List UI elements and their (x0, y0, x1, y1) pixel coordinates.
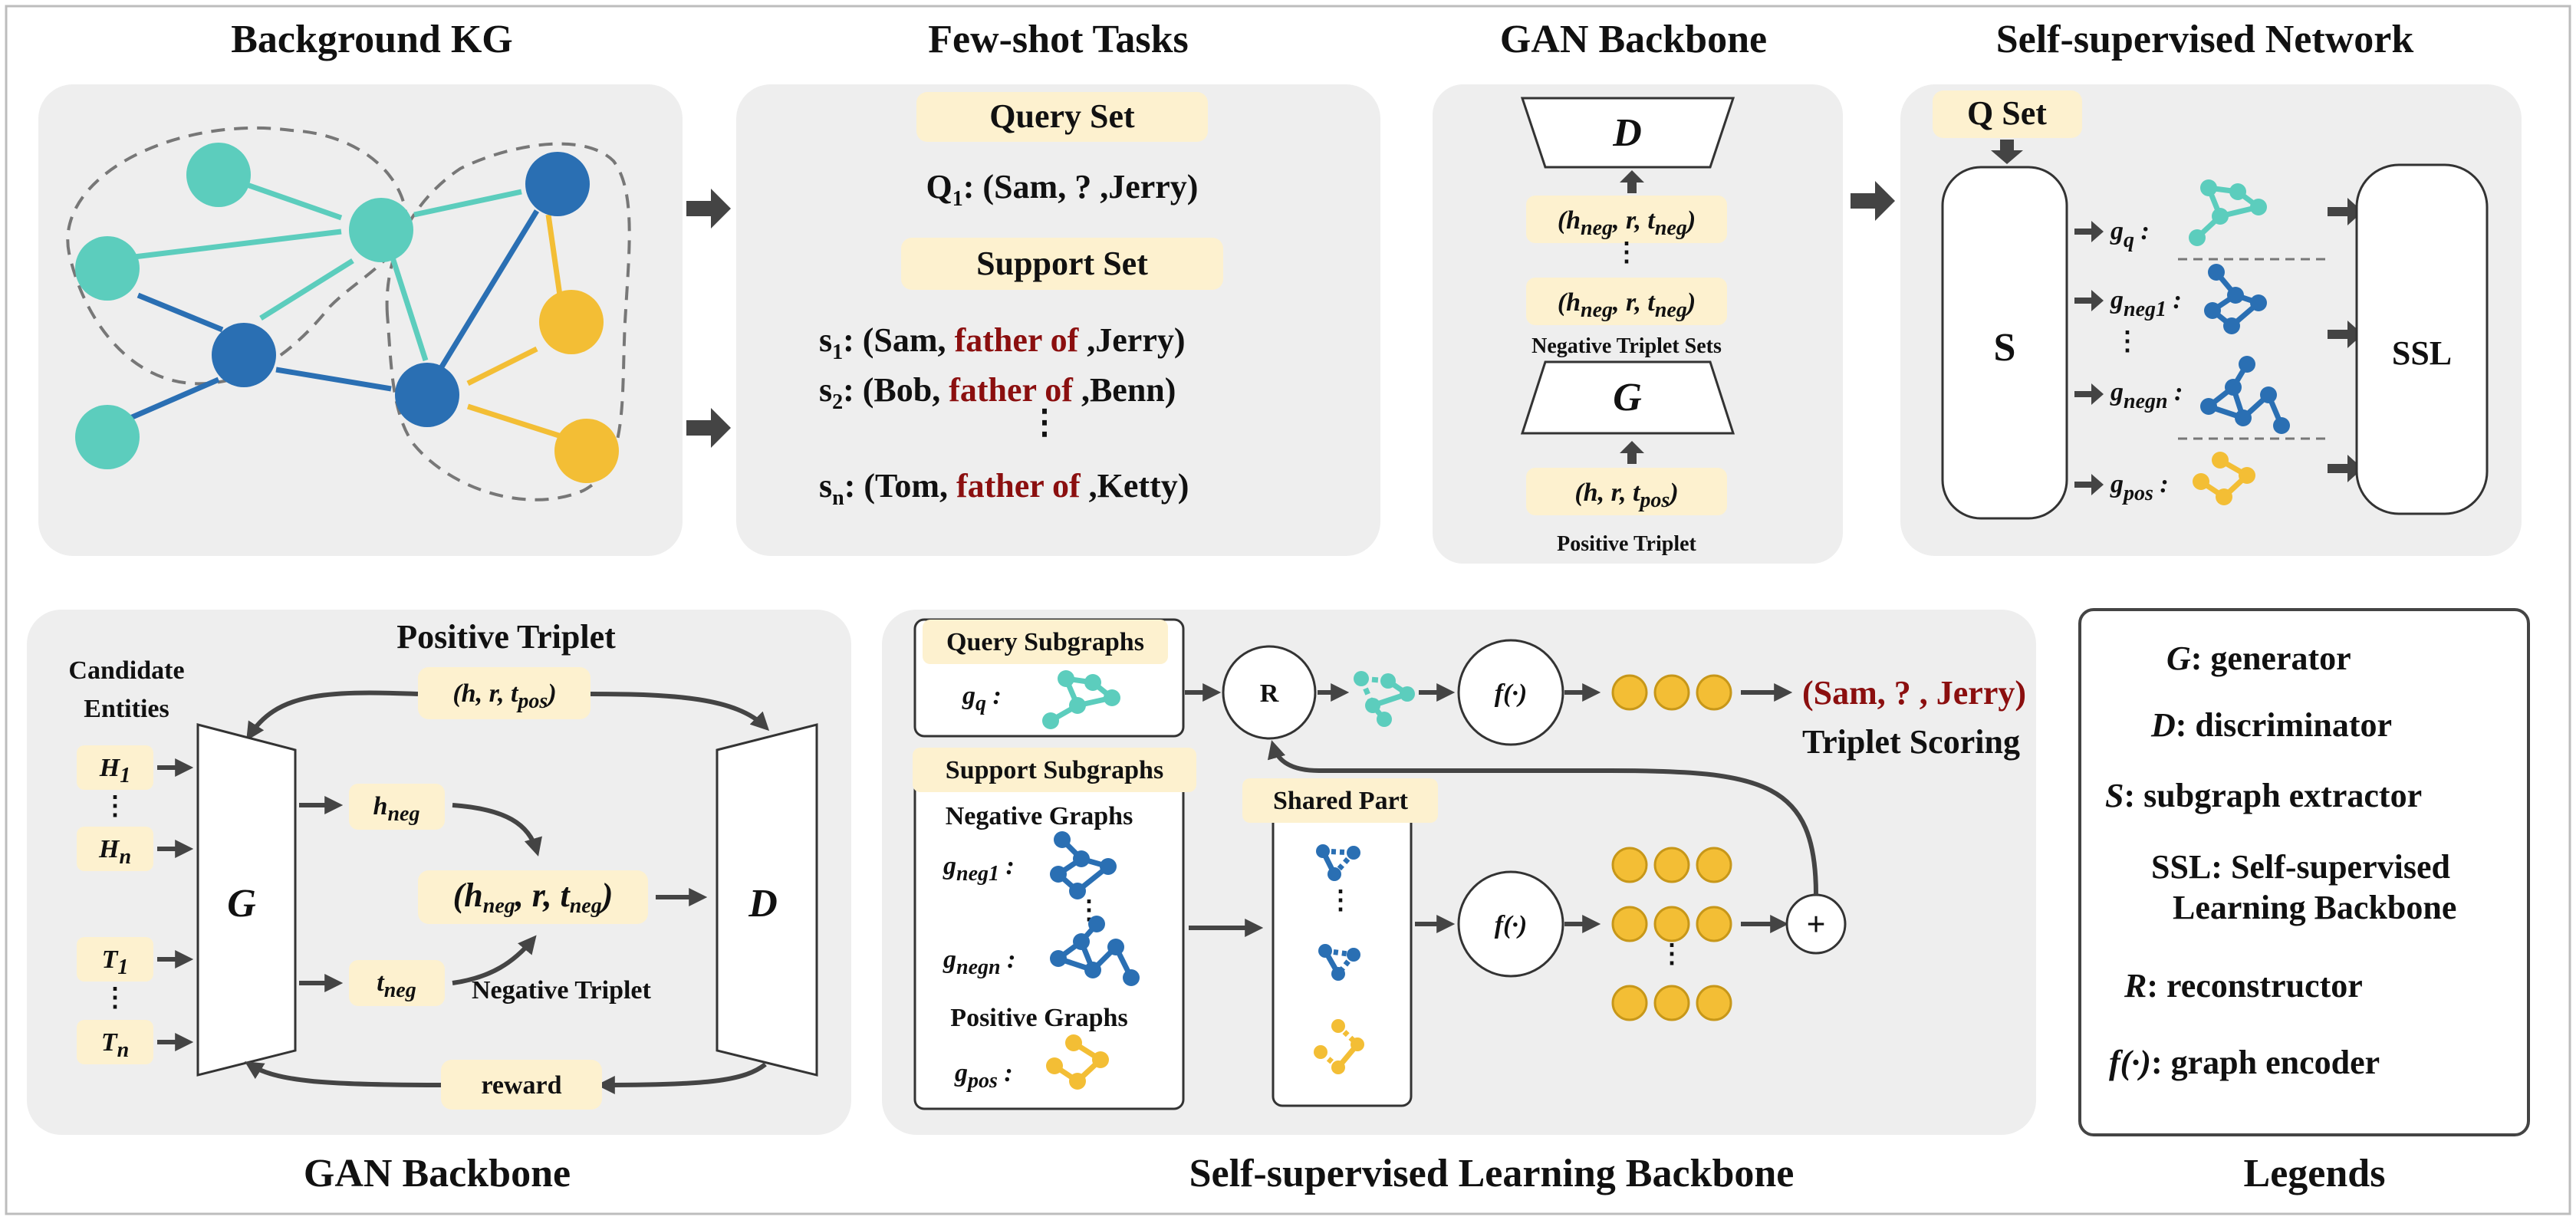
title-legends: Legends (2244, 1152, 2386, 1195)
svg-text:gneg1 :: gneg1 : (943, 852, 1015, 886)
support-set-pill (901, 238, 1223, 290)
feedback-arrow-to-r (1267, 740, 1818, 896)
svg-text:⋮: ⋮ (102, 984, 128, 1012)
title-gan-backbone-top: GAN Backbone (1500, 18, 1767, 61)
gan-backbone-bottom-panel: Positive Triplet Candidate Entities (h, … (27, 610, 851, 1135)
title-self-supervised-network: Self-supervised Network (1996, 18, 2414, 61)
title-gan-backbone-bottom: GAN Backbone (304, 1152, 571, 1195)
svg-text:Hn: Hn (98, 835, 131, 869)
legend-ssl-line2: Learning Backbone (2173, 889, 2456, 926)
query-subgraphs-label: Query Subgraphs (946, 628, 1144, 656)
support-negn-mini-graph (1050, 916, 1140, 986)
bottom-g-label: G (227, 882, 256, 926)
query-q1: Q1: (Sam, ? ,Jerry) (926, 168, 1199, 211)
svg-text:⋮: ⋮ (1659, 940, 1685, 968)
svg-text:gnegn :: gnegn : (943, 945, 1015, 979)
ssl-box (2355, 163, 2489, 515)
shared-part-graph-3 (1314, 1019, 1364, 1074)
arrow-gan-to-ssn (1851, 181, 1895, 221)
graph-encoder-circle-bottom (1457, 870, 1564, 978)
ssl-backbone-panel: Query Subgraphs gq : R f(·) (882, 610, 2036, 1135)
graph-encoder-circle-top (1457, 639, 1564, 746)
reconstructed-mini-graph (1354, 671, 1415, 727)
mini-graph-pos (2193, 452, 2255, 505)
bottom-discriminator-shape (716, 723, 818, 1077)
shared-part-graph-1 (1316, 844, 1360, 881)
f-label-bottom: f(·) (1495, 911, 1527, 939)
legend-subgraph-extractor: S: subgraph extractor (2105, 777, 2422, 814)
legend-discriminator: D: discriminator (2150, 706, 2392, 744)
legend-reconstructor: R: reconstructor (2124, 967, 2363, 1005)
background-kg-panel (38, 84, 683, 556)
query-mini-graph (1042, 670, 1120, 729)
svg-text:⋮: ⋮ (1028, 403, 1061, 441)
triplet-scoring-label: Triplet Scoring (1802, 723, 2020, 761)
s-label: S (1994, 326, 2016, 370)
support-pos-mini-graph (1046, 1034, 1109, 1090)
support-set-label: Support Set (976, 245, 1148, 282)
f-label-top: f(·) (1495, 679, 1527, 708)
arrow-kg-to-query (686, 189, 731, 229)
title-background-kg: Background KG (231, 18, 512, 61)
q-set-label: Q Set (1967, 94, 2047, 132)
negative-triplet-sets-caption: Negative Triplet Sets (1531, 334, 1722, 358)
title-few-shot-tasks: Few-shot Tasks (928, 18, 1189, 61)
svg-text:(hneg, r, tneg): (hneg, r, tneg) (1558, 288, 1696, 322)
query-result-triplet: (Sam, ? , Jerry) (1802, 674, 2026, 712)
few-shot-tasks-panel: Query Set Q1: (Sam, ? ,Jerry) Support Se… (736, 84, 1380, 556)
svg-text:H1: H1 (99, 754, 130, 788)
generator-trapezoid (1520, 360, 1735, 435)
bottom-positive-triplet-label: Positive Triplet (396, 618, 616, 656)
negative-graphs-label: Negative Graphs (946, 802, 1133, 830)
bottom-d-label: D (748, 882, 778, 926)
positive-triplet-caption: Positive Triplet (1557, 532, 1696, 556)
candidate-label-2: Entities (84, 695, 169, 723)
support-subgraphs-label: Support Subgraphs (946, 756, 1163, 784)
svg-text:(hneg, r, tneg): (hneg, r, tneg) (1558, 206, 1696, 240)
legend-generator: G: generator (2166, 640, 2351, 677)
positive-graphs-label: Positive Graphs (950, 1004, 1127, 1032)
plus-label: + (1806, 906, 1825, 943)
query-embedding-dots (1611, 674, 1732, 711)
ssl-label: SSL (2392, 334, 2452, 372)
svg-text:⋮: ⋮ (1614, 238, 1640, 267)
mini-graph-negn (2200, 356, 2290, 434)
arrow-kg-to-support (686, 408, 731, 448)
reward-label: reward (481, 1071, 561, 1100)
reconstructor-circle (1222, 645, 1317, 740)
support-s2: s2: (Bob, father of ,Benn) (819, 371, 1176, 414)
mini-graph-neg1 (2204, 264, 2267, 334)
discriminator-trapezoid (1520, 97, 1735, 169)
query-set-pill (916, 92, 1208, 142)
query-set-label: Query Set (989, 97, 1135, 135)
svg-text:(h, r, tpos): (h, r, tpos) (1574, 478, 1678, 512)
r-label: R (1260, 679, 1279, 708)
bottom-negative-triplet-label: Negative Triplet (472, 976, 652, 1005)
legend-ssl-line1: SSL: Self-supervised (2151, 848, 2450, 886)
title-ssl-backbone: Self-supervised Learning Backbone (1189, 1152, 1795, 1195)
legend-graph-encoder: f(·): graph encoder (2109, 1044, 2380, 1081)
figure-border (5, 5, 2571, 1215)
svg-text:gpos :: gpos : (954, 1059, 1013, 1093)
svg-text:⋮: ⋮ (1327, 886, 1354, 915)
svg-text:⋮: ⋮ (2114, 327, 2140, 356)
svg-text:⋮: ⋮ (102, 792, 128, 820)
shared-part-label: Shared Part (1273, 787, 1409, 815)
support-embedding-dots (1611, 847, 1732, 1021)
candidate-label-1: Candidate (68, 656, 184, 685)
shared-part-graph-2 (1318, 944, 1360, 981)
top-d-label: D (1612, 111, 1642, 155)
mini-graph-q (2189, 179, 2267, 246)
top-g-label: G (1613, 376, 1642, 419)
bottom-generator-shape (196, 723, 297, 1077)
support-neg1-mini-graph (1050, 831, 1117, 899)
support-s1: s1: (Sam, father of ,Jerry) (819, 321, 1186, 364)
legend-panel: G: generator D: discriminator S: subgrap… (2078, 608, 2530, 1136)
gan-backbone-top-panel: D (hneg, r, tneg) ⋮ (hneg, r, tneg) Nega… (1433, 84, 1843, 564)
support-sn: sn: (Tom, father of ,Ketty) (819, 467, 1189, 510)
subgraph-extractor-box (1941, 166, 2068, 520)
self-supervised-network-panel: Q Set S gq : gneg1 : ⋮ gnegn : gpos : (1900, 84, 2522, 556)
